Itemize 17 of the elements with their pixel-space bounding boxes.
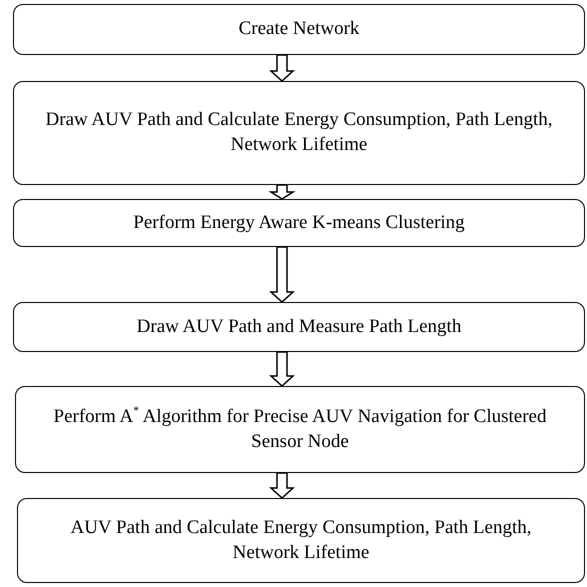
step-text: AUV Path and Calculate Energy Consumption, Path Length, Network Lifetime [69, 516, 533, 564]
process-box [15, 386, 585, 473]
step-text: Perform Energy Aware K-means Clustering [133, 210, 465, 235]
step-text: Draw AUV Path and Calculate Energy Consumption, Path Length, Network Lifetime [44, 108, 554, 157]
block-arrow [269, 54, 295, 82]
process-box [13, 302, 585, 352]
block-arrow [269, 351, 295, 388]
process-box [13, 4, 585, 55]
step-text: Create Network [238, 17, 360, 42]
block-arrow [269, 246, 295, 304]
process-box [13, 81, 585, 185]
step-text: Draw AUV Path and Measure Path Length [136, 314, 462, 339]
process-box [13, 199, 585, 247]
process-box [17, 498, 585, 583]
block-arrow [268, 184, 296, 200]
block-arrow [269, 472, 295, 500]
step-text: Perform A$^{*}$ Algorithm for Precise AUV Navigation for Clustered Sensor Node [52, 404, 548, 454]
